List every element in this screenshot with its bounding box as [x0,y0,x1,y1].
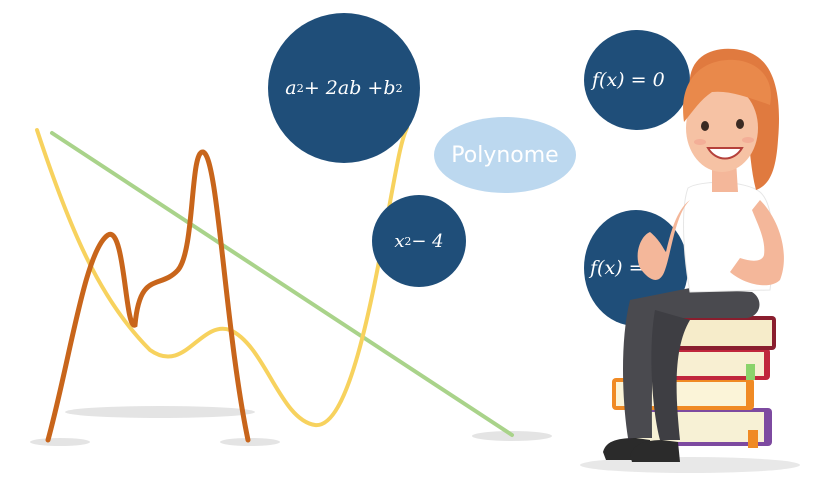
shadow [580,457,800,473]
green-line [50,131,514,437]
formula-bubble-equation-bottom: f(x) = 2 [584,210,688,326]
formula-rest: − 4 [411,230,444,252]
shadow [220,438,280,446]
formula-exponent: 2 [395,81,403,95]
polynome-label: Polynome [451,142,559,168]
equation-text: f(x) = 0 [592,69,665,91]
orange-curve [45,149,251,443]
formula-b: b [383,77,396,99]
formula-exponent: 2 [404,234,412,248]
shadow [65,406,255,418]
yellow-curve [35,126,409,428]
formula-x: x [394,230,405,252]
formula-bubble-equation-top: f(x) = 0 [584,30,690,130]
shadow [30,438,90,446]
formula-exponent: 2 [296,81,304,95]
polynome-bubble: Polynome [434,117,576,193]
formula-middle: + 2ab + [303,77,384,99]
equation-text: f(x) = 2 [590,257,663,279]
formula-a: a [285,77,297,99]
